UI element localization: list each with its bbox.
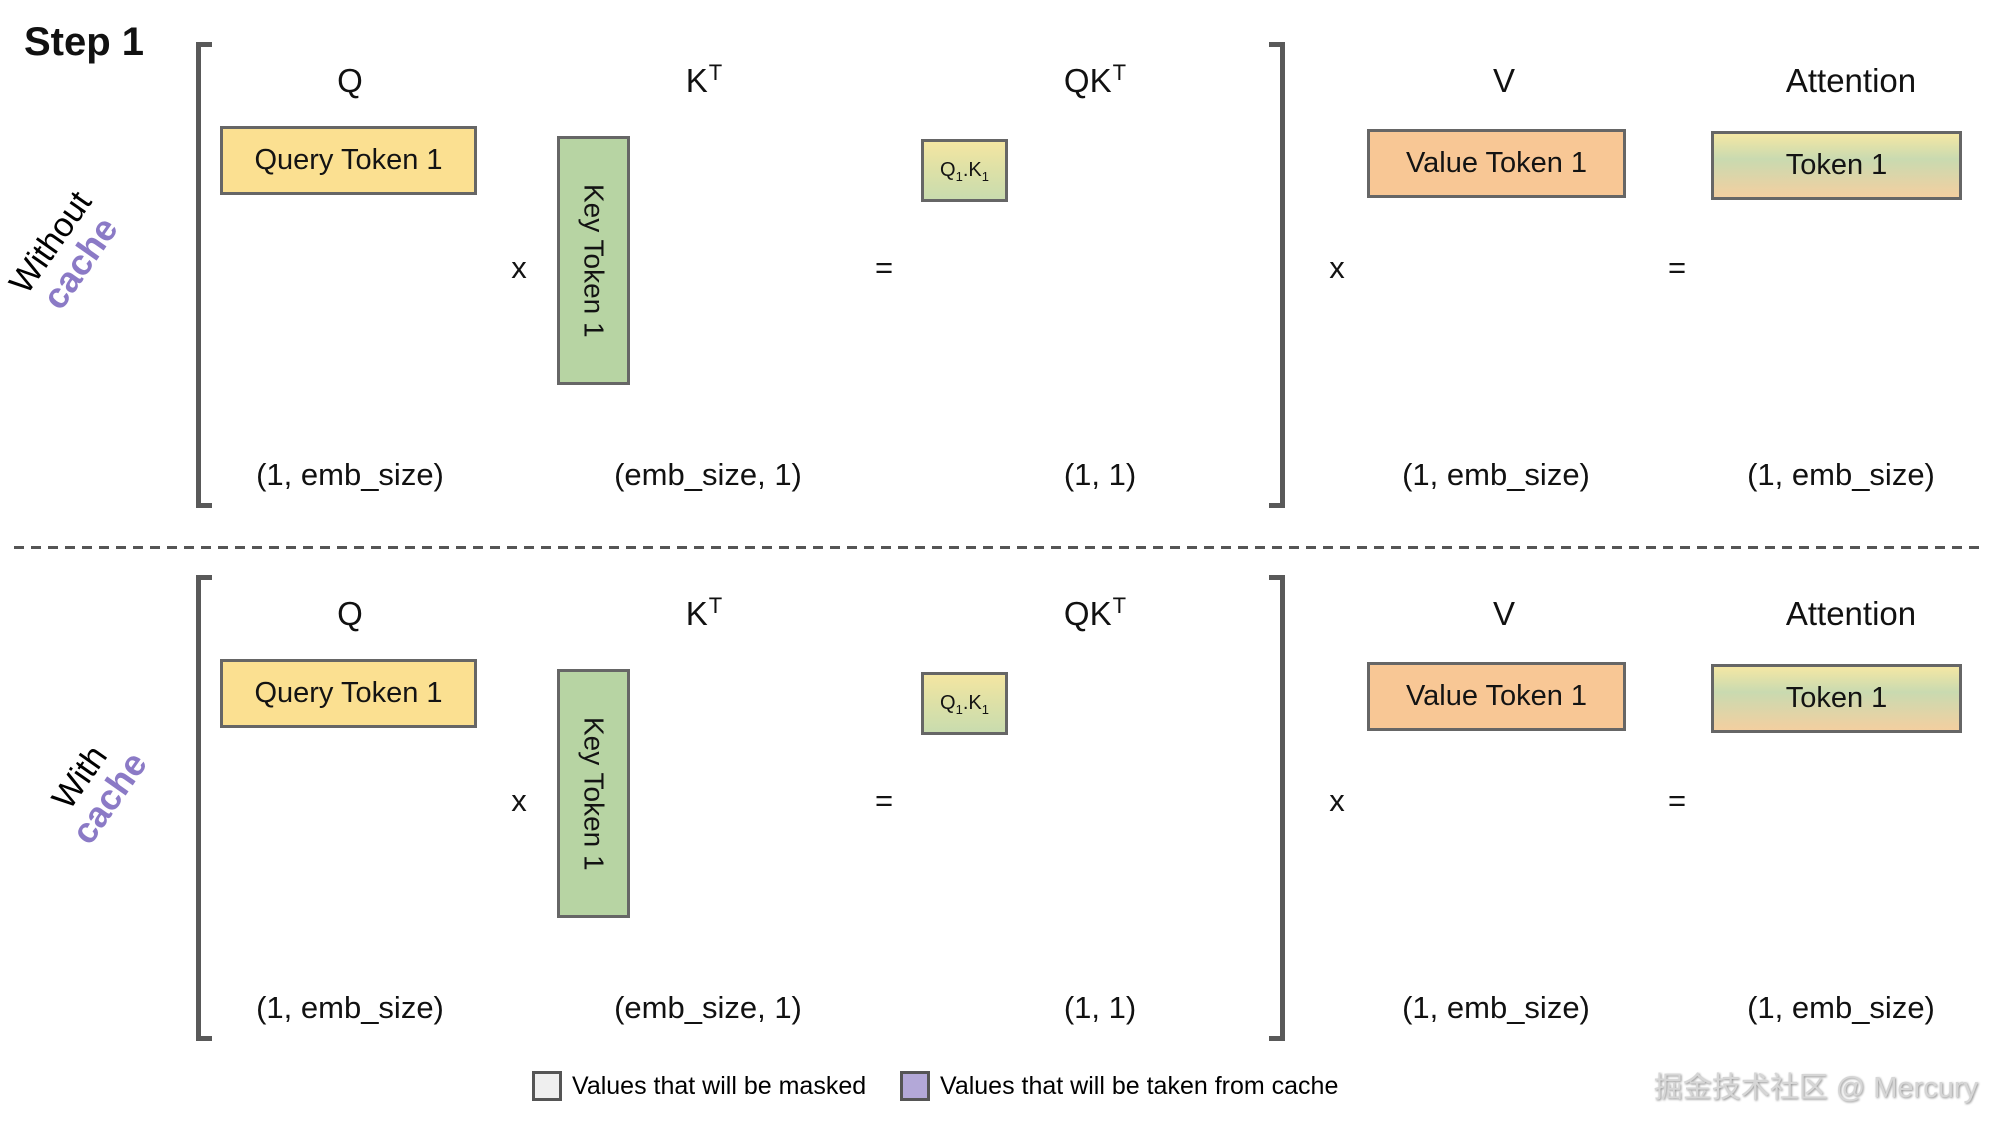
dim-label-qk: (1, 1) <box>1063 990 1137 1025</box>
left-bracket <box>196 42 212 508</box>
row-label-without-cache: Without cache <box>0 159 195 381</box>
dim-label-q: (1, emb_size) <box>256 990 444 1025</box>
dim-label-attention: (1, emb_size) <box>1747 457 1935 492</box>
equals-operator: = <box>1667 783 1687 818</box>
qk-cell-dot: . <box>962 159 969 181</box>
row-label-with-cache: With cache <box>17 698 213 906</box>
column-label-q: Q <box>337 62 363 99</box>
column-label-attention: Attention <box>1785 62 1917 99</box>
qk-base: QK <box>1063 62 1112 99</box>
k-transpose-sup: T <box>708 60 723 85</box>
k-base: K <box>685 62 708 99</box>
multiply-operator: x <box>1329 783 1345 818</box>
qk-cell-q-sub: 1 <box>955 169 963 184</box>
right-bracket <box>1269 575 1285 1041</box>
multiply-operator: x <box>1329 250 1345 285</box>
key-token-box: Key Token 1 <box>557 136 630 385</box>
qk-cell-k: K <box>968 692 982 714</box>
column-label-q: Q <box>337 595 363 632</box>
dashed-divider <box>14 546 1986 549</box>
qk-cell-dot: . <box>962 692 969 714</box>
dim-label-qk: (1, 1) <box>1063 457 1137 492</box>
qk-transpose-sup: T <box>1112 593 1127 618</box>
dim-label-k: (emb_size, 1) <box>614 990 802 1025</box>
query-token-box: Query Token 1 <box>220 659 477 728</box>
qk-cell-k: K <box>968 159 982 181</box>
key-token-label: Key Token 1 <box>578 716 610 871</box>
column-label-v: V <box>1492 595 1515 632</box>
k-base: K <box>685 595 708 632</box>
multiply-operator: x <box>511 783 527 818</box>
watermark: 掘金技术社区 @ Mercury <box>1653 1072 1978 1104</box>
multiply-operator: x <box>511 250 527 285</box>
left-bracket <box>196 575 212 1041</box>
attention-token-box: Token 1 <box>1711 664 1962 733</box>
dim-label-k: (emb_size, 1) <box>614 457 802 492</box>
attention-token-box: Token 1 <box>1711 131 1962 200</box>
equals-operator: = <box>874 783 894 818</box>
value-token-box: Value Token 1 <box>1367 662 1626 731</box>
key-token-label: Key Token 1 <box>578 183 610 338</box>
right-bracket <box>1269 42 1285 508</box>
dim-label-attention: (1, emb_size) <box>1747 990 1935 1025</box>
query-token-box: Query Token 1 <box>220 126 477 195</box>
dim-label-v: (1, emb_size) <box>1402 457 1590 492</box>
dim-label-q: (1, emb_size) <box>256 457 444 492</box>
k-transpose-sup: T <box>708 593 723 618</box>
column-label-attention: Attention <box>1785 595 1917 632</box>
qk-transpose-sup: T <box>1112 60 1127 85</box>
legend-cache-swatch <box>900 1071 930 1101</box>
equals-operator: = <box>1667 250 1687 285</box>
qk-base: QK <box>1063 595 1112 632</box>
qk-cell-q: Q <box>940 159 956 181</box>
column-label-v: V <box>1492 62 1515 99</box>
qk-cell-q: Q <box>940 692 956 714</box>
equals-operator: = <box>874 250 894 285</box>
qk-cell-k-sub: 1 <box>981 702 989 717</box>
key-token-box: Key Token 1 <box>557 669 630 918</box>
legend-masked-swatch <box>532 1071 562 1101</box>
step-title: Step 1 <box>24 20 145 64</box>
qk-cell-q-sub: 1 <box>955 702 963 717</box>
legend-cache-label: Values that will be taken from cache <box>940 1071 1339 1100</box>
qk-cell-k-sub: 1 <box>981 169 989 184</box>
dim-label-v: (1, emb_size) <box>1402 990 1590 1025</box>
value-token-box: Value Token 1 <box>1367 129 1626 198</box>
legend-masked-label: Values that will be masked <box>572 1071 867 1100</box>
